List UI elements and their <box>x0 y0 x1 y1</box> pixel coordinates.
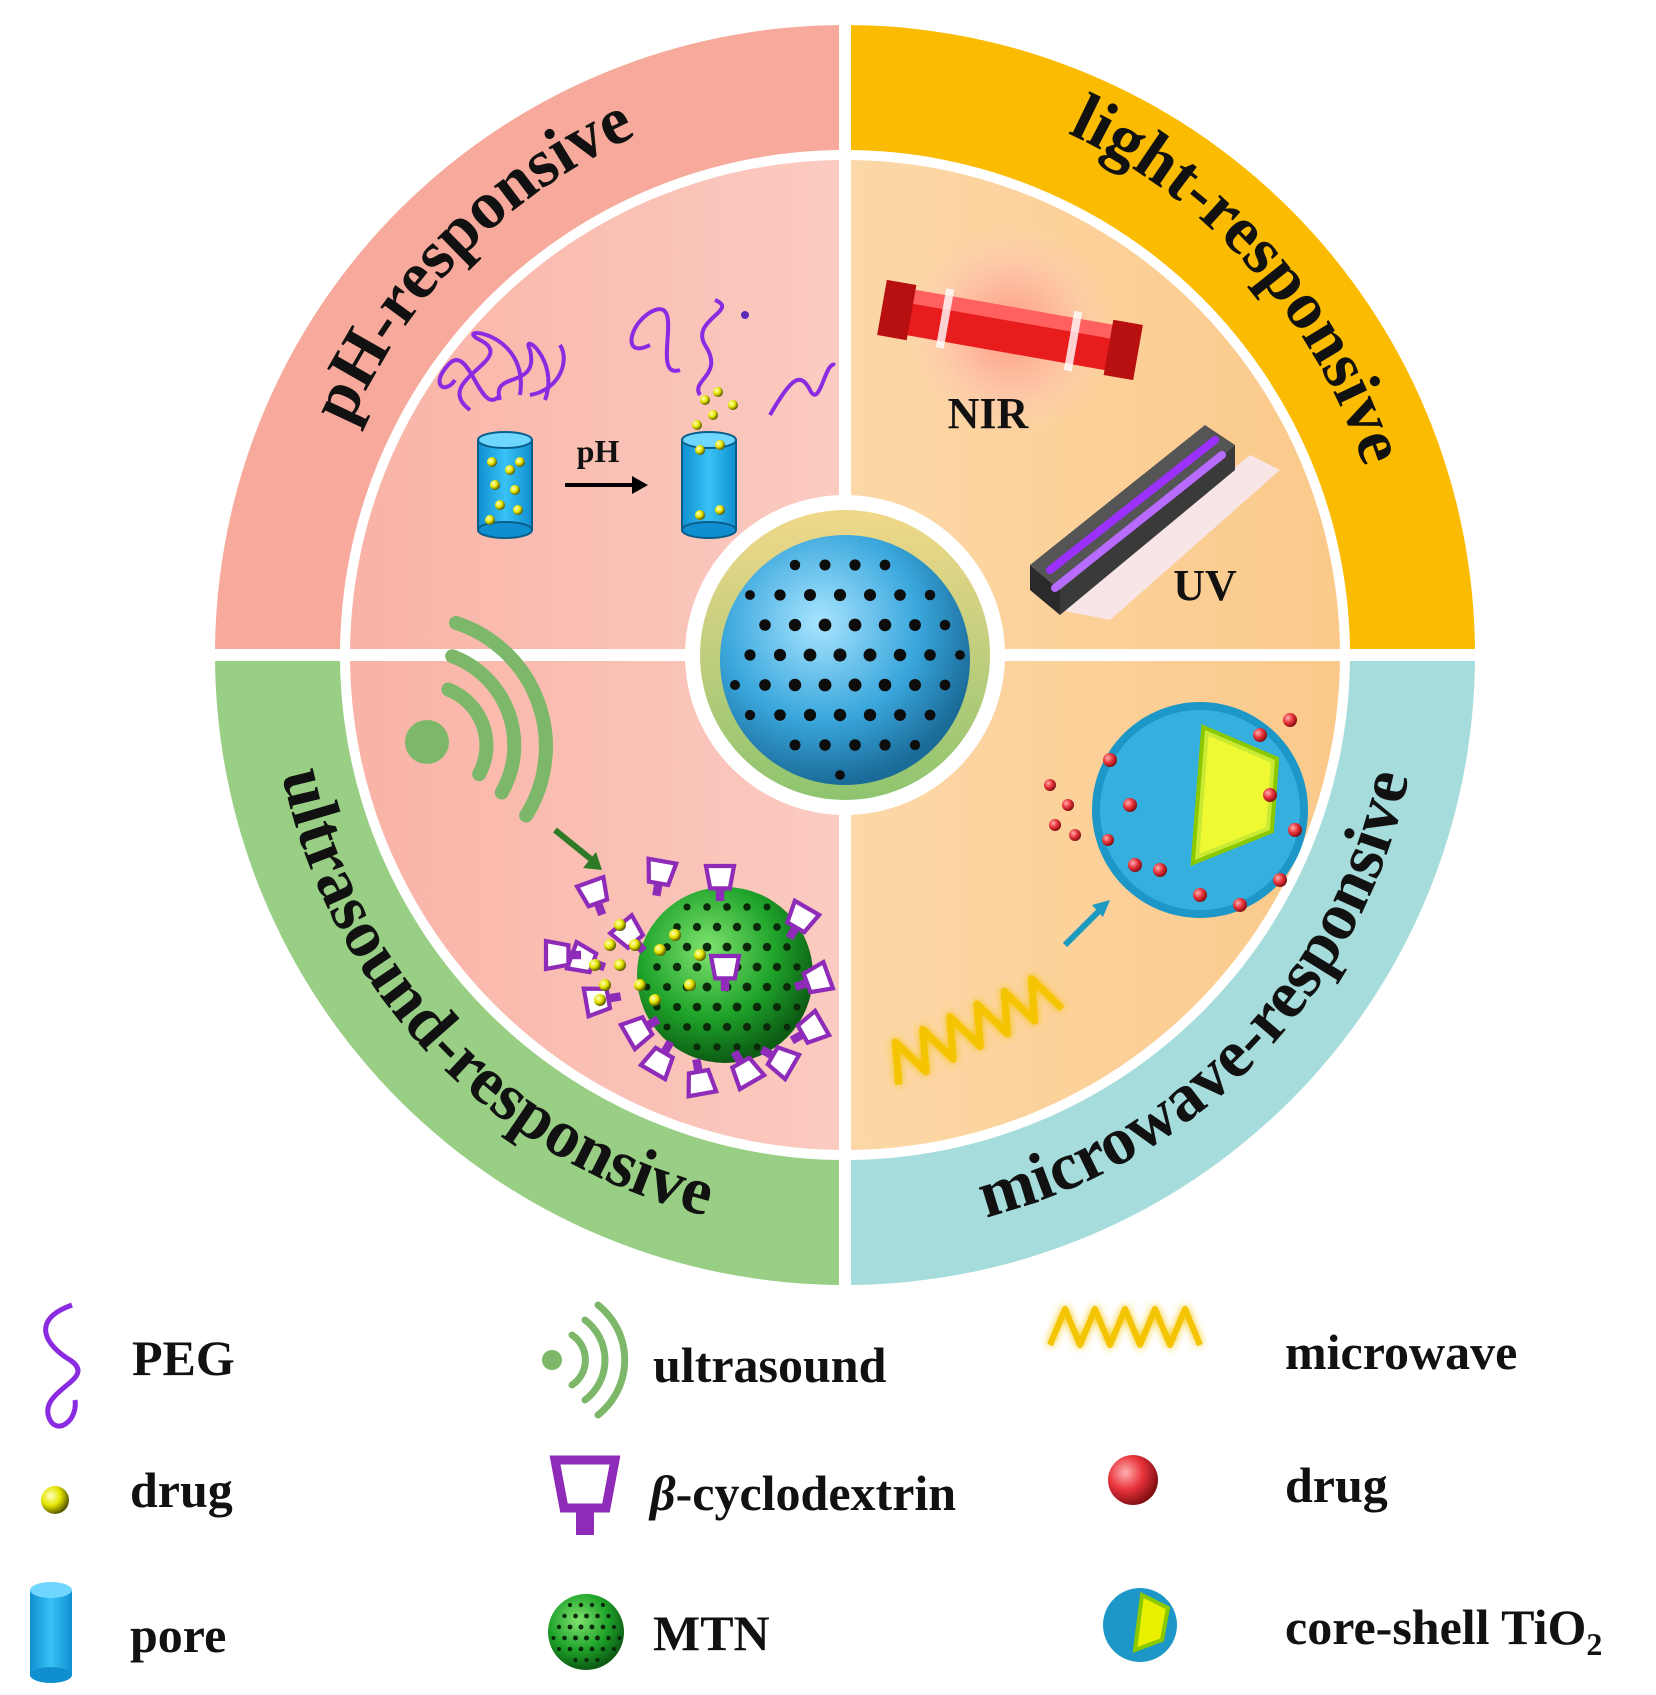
ph-arrow-label: pH <box>577 433 620 469</box>
legend-peg-label: PEG <box>132 1330 235 1386</box>
cyclodextrin-icon <box>555 1460 615 1535</box>
microwave-icon <box>1047 1306 1203 1348</box>
uv-lamp-icon <box>1030 425 1280 620</box>
microwave-illustration <box>891 702 1308 1085</box>
legend-tio2-label: core-shell TiO2 <box>1285 1599 1603 1662</box>
legend-pore-label: pore <box>130 1607 227 1663</box>
nir-label: NIR <box>948 389 1030 438</box>
ultrasound-illustration <box>405 615 833 1096</box>
ultrasound-icon <box>542 1301 629 1419</box>
legend-cyclodextrin-label: β-cyclodextrin <box>650 1465 957 1521</box>
legend <box>30 1301 1203 1683</box>
nanosphere-icon <box>685 495 1005 815</box>
nir-lamp-icon <box>877 279 1143 381</box>
legend-mtn-label: MTN <box>653 1605 770 1661</box>
core-shell-icon <box>1103 1588 1177 1662</box>
light-illustration: NIR UV <box>877 225 1280 620</box>
peg-icon <box>43 1302 81 1429</box>
pore-icon <box>30 1582 72 1683</box>
legend-ultrasound-label: ultrasound <box>653 1337 887 1393</box>
drug-icon <box>41 1486 69 1514</box>
red-drug-icon <box>1108 1455 1158 1505</box>
legend-drug-red-label: drug <box>1285 1457 1388 1513</box>
mtn-icon <box>548 1594 624 1670</box>
pore-icon <box>477 431 533 539</box>
core-shell-particle <box>1092 702 1308 918</box>
ph-illustration: pH <box>437 298 836 539</box>
uv-label: UV <box>1173 561 1237 610</box>
legend-microwave-label: microwave <box>1285 1324 1518 1380</box>
legend-drug-label: drug <box>130 1462 233 1518</box>
